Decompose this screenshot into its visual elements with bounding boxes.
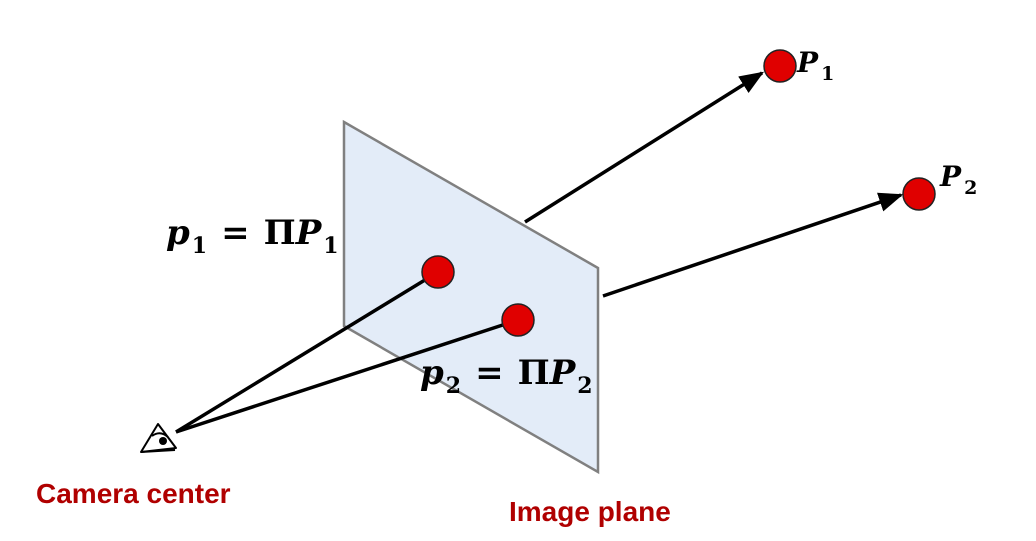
ray-to-P2 xyxy=(602,192,904,298)
image-plane-label: Image plane xyxy=(509,496,671,527)
ray-camera-to-p1 xyxy=(175,270,439,434)
point-p2 xyxy=(501,303,535,337)
ray-camera-to-p2 xyxy=(175,318,519,434)
ray-to-P1 xyxy=(524,71,765,224)
camera-center-label: Camera center xyxy=(36,478,231,509)
eye-icon xyxy=(140,423,177,453)
equation-p2: p2=ΠP2 xyxy=(420,353,593,399)
point-p1 xyxy=(421,255,455,289)
equation-p1: p1=ΠP1 xyxy=(166,213,339,259)
point-P2 xyxy=(902,177,936,211)
image-plane-shape xyxy=(342,119,600,475)
point-P1 xyxy=(763,49,797,83)
